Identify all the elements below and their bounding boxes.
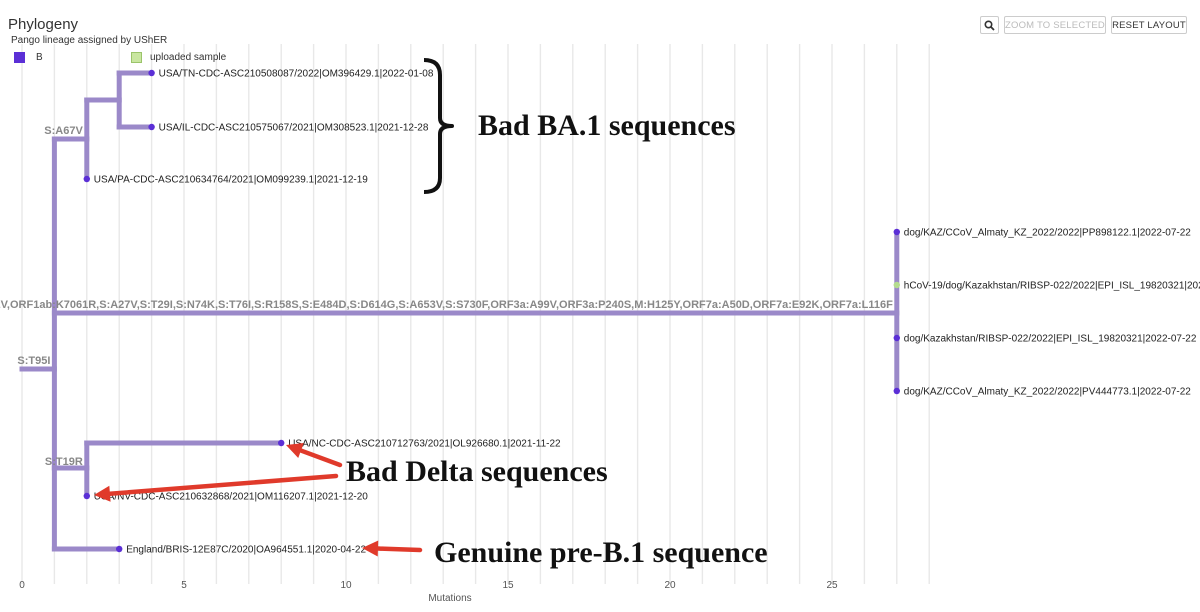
search-button[interactable]: [980, 16, 999, 34]
tip-node[interactable]: [148, 69, 155, 77]
tip-node[interactable]: [278, 439, 285, 447]
tip-node[interactable]: [893, 334, 900, 342]
uploaded-sample-node[interactable]: [893, 281, 900, 289]
axis-title: Mutations: [428, 593, 471, 604]
annotation-bad-delta: Bad Delta sequences: [346, 455, 608, 488]
tip-node[interactable]: [83, 175, 91, 183]
tip-node[interactable]: [148, 123, 155, 131]
tip-node[interactable]: [893, 387, 900, 395]
axis-tick-label: 15: [502, 580, 514, 591]
legend-label-uploaded-sample: uploaded sample: [150, 52, 227, 63]
tip-labels[interactable]: USA/TN-CDC-ASC210508087/2022|OM396429.1|…: [94, 69, 1200, 556]
delta-arrow-lower: [107, 473, 339, 496]
branch-label-s-t95i: S:T95I: [17, 355, 50, 367]
delta-arrow-upper-head: [286, 443, 304, 459]
axis-tick-label: 0: [19, 580, 25, 591]
tip-label[interactable]: hCoV-19/dog/Kazakhstan/RIBSP-022/2022|EP…: [904, 281, 1200, 292]
legend-item-b[interactable]: B: [14, 52, 43, 63]
delta-arrow-lower-head: [94, 485, 111, 502]
branch-mutation-labels: S:A67V S:T95I,ORF1a:K856R,ORF1a:L2084I,OR…: [0, 125, 893, 468]
axis-tick-label: 25: [826, 580, 838, 591]
annotation-genuine-preb1: Genuine pre-B.1 sequence: [434, 536, 768, 569]
ba1-bracket: [423, 58, 454, 194]
tip-node[interactable]: [893, 228, 900, 236]
tip-label[interactable]: dog/Kazakhstan/RIBSP-022/2022|EPI_ISL_19…: [904, 334, 1197, 345]
preb1-arrow: [375, 546, 423, 553]
annotation-bad-ba1: Bad BA.1 sequences: [478, 109, 736, 142]
branch-label-s-a67v: S:A67V: [44, 125, 83, 137]
tip-label[interactable]: USA/NC-CDC-ASC210712763/2021|OL926680.1|…: [288, 439, 561, 450]
tip-label[interactable]: dog/KAZ/CCoV_Almaty_KZ_2022/2022|PV44477…: [904, 387, 1191, 398]
tip-label[interactable]: USA/TN-CDC-ASC210508087/2022|OM396429.1|…: [159, 69, 434, 80]
tip-nodes[interactable]: [83, 69, 900, 553]
reset-layout-button[interactable]: RESET LAYOUT: [1111, 16, 1187, 34]
panel-title: Phylogeny: [8, 16, 79, 33]
tip-node[interactable]: [116, 545, 123, 553]
tip-node[interactable]: [83, 492, 91, 500]
preb1-arrow-head: [362, 540, 379, 557]
color-by-label: Pango lineage assigned by UShER: [11, 35, 168, 46]
tip-label[interactable]: USA/IL-CDC-ASC210575067/2021|OM308523.1|…: [159, 123, 429, 134]
legend-label-b: B: [36, 52, 43, 63]
tip-label[interactable]: USA/PA-CDC-ASC210634764/2021|OM099239.1|…: [94, 175, 369, 186]
tip-label[interactable]: USA/NV-CDC-ASC210632868/2021|OM116207.1|…: [94, 492, 369, 503]
zoom-to-selected-button[interactable]: ZOOM TO SELECTED: [1004, 16, 1106, 34]
branch-label-s-t19r: S:T19R: [45, 456, 83, 468]
axis-tick-label: 20: [664, 580, 676, 591]
tip-label[interactable]: dog/KAZ/CCoV_Almaty_KZ_2022/2022|PP89812…: [904, 228, 1191, 239]
legend-swatch-b: [14, 52, 25, 63]
legend-item-uploaded-sample[interactable]: uploaded sample: [131, 52, 226, 63]
tip-label[interactable]: England/BRIS-12E87C/2020|OA964551.1|2020…: [126, 545, 366, 556]
axis-tick-label: 5: [181, 580, 187, 591]
legend-swatch-uploaded-sample: [131, 52, 142, 63]
tree-branches[interactable]: [19, 70, 900, 552]
magnifier-icon: [984, 19, 995, 31]
delta-arrow-upper: [298, 448, 343, 468]
axis-tick-label: 10: [340, 580, 352, 591]
branch-label-long: S:T95I,ORF1a:K856R,ORF1a:L2084I,ORF1a:A2…: [0, 299, 893, 311]
